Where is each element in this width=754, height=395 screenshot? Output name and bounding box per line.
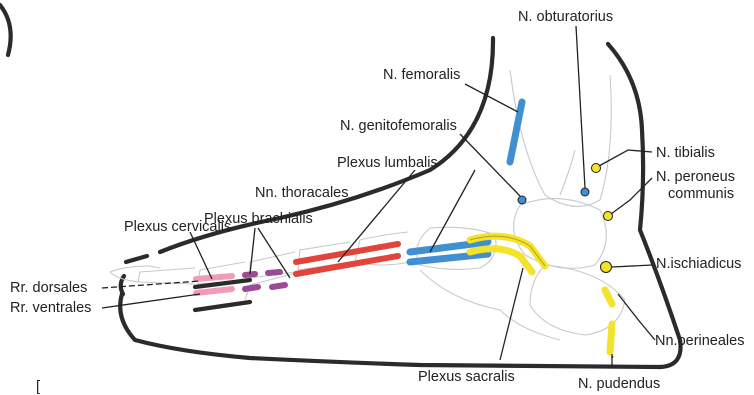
label-rr-dorsales: Rr. dorsales	[10, 280, 87, 296]
yellow-nerves	[470, 164, 613, 353]
lumbalis-nerve-2	[410, 254, 488, 262]
label-plexus-lumbalis: Plexus lumbalis	[337, 155, 438, 171]
labels: N. obturatorius N. femoralis N. genitofe…	[10, 9, 744, 395]
label-plexus-cervicalis: Plexus cervicalis	[124, 219, 231, 235]
margin-mark: [	[36, 379, 40, 395]
label-pudendus: N. pudendus	[578, 376, 660, 392]
toe-outline	[110, 266, 160, 282]
label-genitofemoralis: N. genitofemoralis	[340, 118, 457, 134]
label-obturatorius: N. obturatorius	[518, 9, 613, 25]
label-plexus-sacralis: Plexus sacralis	[418, 369, 515, 385]
peroneus-dot	[604, 212, 613, 221]
pudendus-nerve	[610, 324, 612, 352]
bone-sketch	[138, 70, 625, 340]
label-rr-ventrales: Rr. ventrales	[10, 300, 91, 316]
leader-lines	[102, 26, 655, 368]
label-tibialis: N. tibialis	[656, 145, 715, 161]
ischiadicus-dot	[601, 262, 612, 273]
page-edge-curve	[0, 5, 11, 55]
perineales-nerve	[605, 290, 612, 304]
label-perineales: Nn.perineales	[655, 333, 744, 349]
label-peroneus-line1: N. peroneus	[656, 169, 735, 185]
label-femoralis: N. femoralis	[383, 67, 460, 83]
label-ischiadicus: N.ischiadicus	[656, 256, 741, 272]
tibialis-dot	[592, 164, 601, 173]
label-thoracales: Nn. thoracales	[255, 185, 349, 201]
label-peroneus-line2: communis	[668, 186, 734, 202]
obturatorius-dot	[581, 188, 589, 196]
genitofemoralis-dot	[518, 196, 526, 204]
